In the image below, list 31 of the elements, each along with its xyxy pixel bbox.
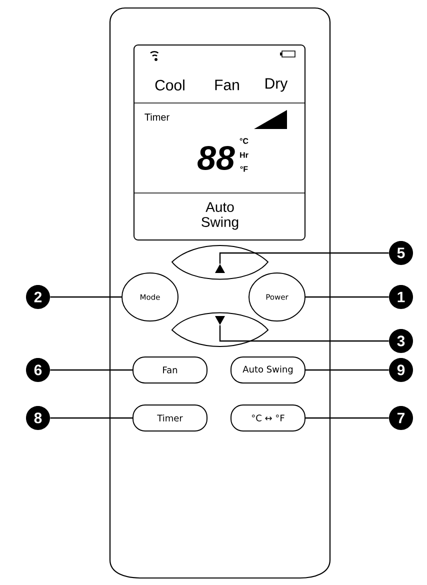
- leader-line: [50, 417, 132, 419]
- pill-button: Fan: [132, 356, 208, 384]
- leader-line: [219, 325, 389, 342]
- callout-number: 1: [389, 285, 413, 309]
- callout-number: 5: [389, 241, 413, 265]
- pill-button: °C ↔ °F: [230, 404, 306, 432]
- leader-line: [306, 296, 389, 298]
- callout-number: 7: [389, 406, 413, 430]
- leader-line: [50, 296, 122, 298]
- arrow-button: [172, 245, 268, 280]
- display-label: Hr: [240, 152, 248, 158]
- leader-line: [50, 369, 132, 371]
- pill-button: Auto Swing: [230, 356, 306, 384]
- display-label: Cool: [155, 80, 184, 90]
- display-label: °C: [240, 138, 248, 144]
- leader-line: [306, 369, 389, 371]
- display-label: °F: [240, 166, 248, 172]
- display-label: Dry: [266, 78, 288, 92]
- display-label: Timer: [144, 113, 170, 121]
- pill-button: Timer: [132, 404, 208, 432]
- leader-line: [219, 252, 389, 264]
- arrow-button: [172, 312, 268, 347]
- display-reading: 88: [198, 146, 235, 170]
- display-label: Fan: [215, 80, 239, 90]
- callout-number: 8: [26, 406, 50, 430]
- callout-number: 2: [26, 285, 50, 309]
- callout-number: 6: [26, 358, 50, 382]
- callout-number: 9: [389, 358, 413, 382]
- leader-line: [306, 417, 389, 419]
- callout-number: 3: [389, 329, 413, 353]
- display-label: Auto Swing: [202, 202, 238, 230]
